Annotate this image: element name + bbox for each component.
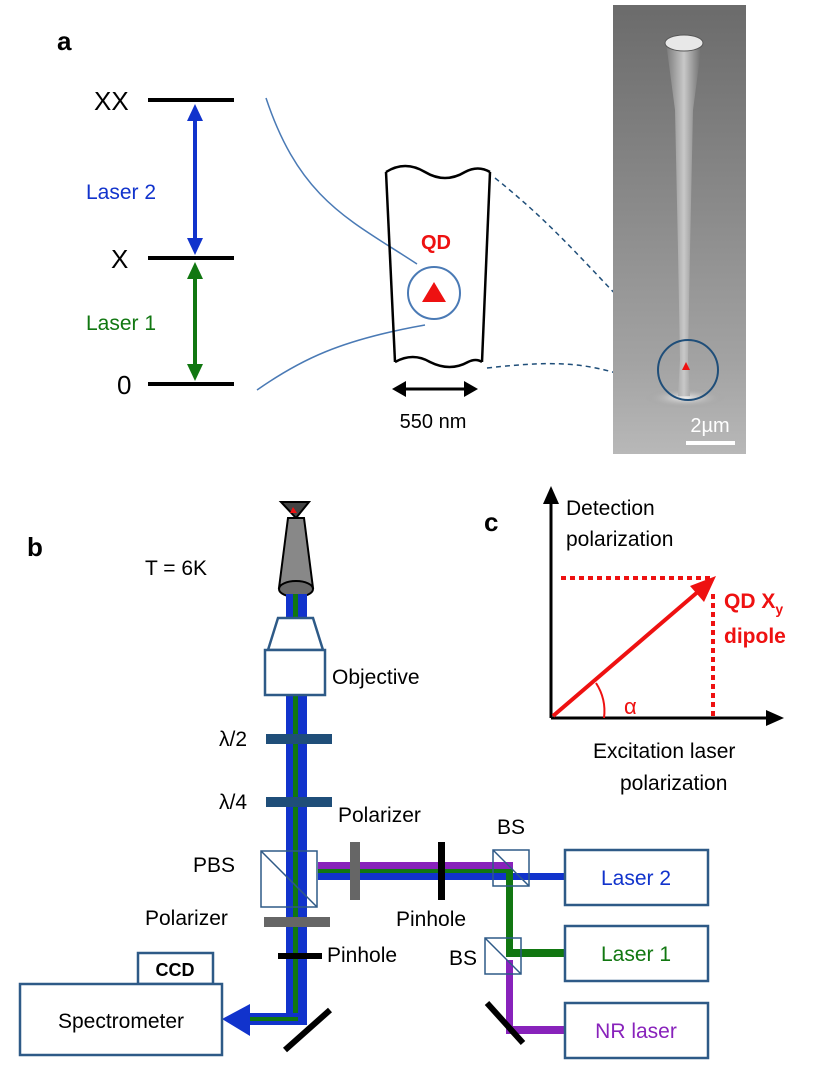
bs-bottom-cube: [484, 937, 522, 975]
objective-label: Objective: [332, 666, 420, 689]
angle-label: α: [624, 694, 637, 719]
panel-a-label: a: [57, 26, 72, 56]
pinhole-right-label: Pinhole: [396, 908, 466, 931]
dipole-label-line1: QD Xy: [724, 590, 783, 617]
y-axis: [543, 486, 559, 718]
pbs-cube: [260, 850, 318, 908]
laser1-transition-arrow: [187, 262, 203, 381]
panel-b: b T = 6K Objective λ/2 λ/4: [18, 501, 710, 1060]
y-axis-label-line2: polarization: [566, 528, 673, 551]
pbs-label: PBS: [193, 854, 235, 877]
detection-beam-green: [240, 1017, 298, 1021]
bs-bottom-label: BS: [449, 947, 477, 970]
bs-top-cube: [492, 849, 530, 887]
nanowire-segment: [384, 164, 492, 369]
sem-image: 2µm: [613, 5, 746, 454]
nr-laser-box-label: NR laser: [595, 1020, 677, 1043]
laser2-box: [563, 848, 710, 907]
laser1-beam-feed: [506, 949, 568, 957]
panel-a: a XX X 0 Laser 2 Laser 1: [57, 5, 746, 454]
detection-arrow-icon: [222, 1004, 250, 1036]
detection-mirror: [283, 1007, 332, 1053]
x-axis-label-line1: Excitation laser: [593, 740, 735, 763]
nr-beam-vertical: [506, 960, 513, 1033]
laser2-label: Laser 2: [86, 181, 156, 204]
ccd-box: [136, 951, 215, 986]
bs-top-label: BS: [497, 816, 525, 839]
panel-c-label: c: [484, 507, 498, 537]
nr-laser-box: [563, 1001, 710, 1060]
half-wave-plate: [266, 734, 332, 744]
zoom-curve-bottom: [256, 324, 426, 391]
pinhole-bottom-label: Pinhole: [327, 944, 397, 967]
panel-b-label: b: [27, 532, 43, 562]
laser1-box: [563, 924, 710, 983]
qd-label: QD: [421, 232, 451, 254]
laser2-box-label: Laser 2: [601, 867, 671, 890]
scale-bar-label: 2µm: [690, 415, 729, 437]
cryostat-sample-icon: [290, 507, 297, 513]
sem-qd-marker-icon: [682, 362, 690, 370]
width-arrow: [392, 381, 478, 397]
laser1-beam-vertical: [506, 870, 513, 956]
zoom-curve-top: [265, 97, 418, 265]
temperature-label: T = 6K: [145, 557, 207, 580]
spectrometer-box: [18, 982, 224, 1057]
polarizer-bottom-label: Polarizer: [145, 907, 228, 930]
nr-mirror: [484, 1000, 526, 1046]
level-x-label: X: [111, 244, 128, 274]
x-axis: [551, 710, 784, 726]
ccd-label: CCD: [156, 960, 195, 980]
half-wave-label: λ/2: [219, 728, 247, 751]
x-axis-label-line2: polarization: [620, 772, 727, 795]
pinhole-excitation: [438, 842, 445, 900]
width-label: 550 nm: [400, 411, 467, 433]
qd-triangle-icon: [422, 282, 446, 302]
qd-highlight-circle: [407, 266, 461, 320]
spectrometer-label: Spectrometer: [58, 1010, 184, 1033]
laser2-transition-arrow: [187, 104, 203, 255]
laser1-label: Laser 1: [86, 312, 156, 335]
nr-beam-horizontal: [318, 862, 513, 870]
nr-beam-feed: [506, 1026, 568, 1034]
polarizer-excitation: [350, 842, 360, 900]
pinhole-detection: [278, 953, 322, 959]
sem-qd-circle: [657, 339, 719, 401]
cryostat-cone: [277, 501, 315, 598]
y-axis-label-line1: Detection: [566, 497, 655, 520]
panel-c: c Detection polarization Excitation lase…: [484, 486, 786, 795]
dipole-vector: [551, 576, 716, 718]
objective-lens: [263, 616, 327, 697]
polarizer-detection: [264, 917, 330, 927]
level-zero-label: 0: [117, 370, 131, 400]
dashed-connector-top: [494, 177, 661, 341]
quarter-wave-plate: [266, 797, 332, 807]
laser1-box-label: Laser 1: [601, 943, 671, 966]
quarter-wave-label: λ/4: [219, 791, 247, 814]
dipole-label-line2: dipole: [724, 625, 786, 648]
polarizer-top-label: Polarizer: [338, 804, 421, 827]
laser1-beam-horizontal: [318, 869, 513, 873]
angle-arc: [595, 682, 606, 719]
level-xx-label: XX: [94, 86, 129, 116]
